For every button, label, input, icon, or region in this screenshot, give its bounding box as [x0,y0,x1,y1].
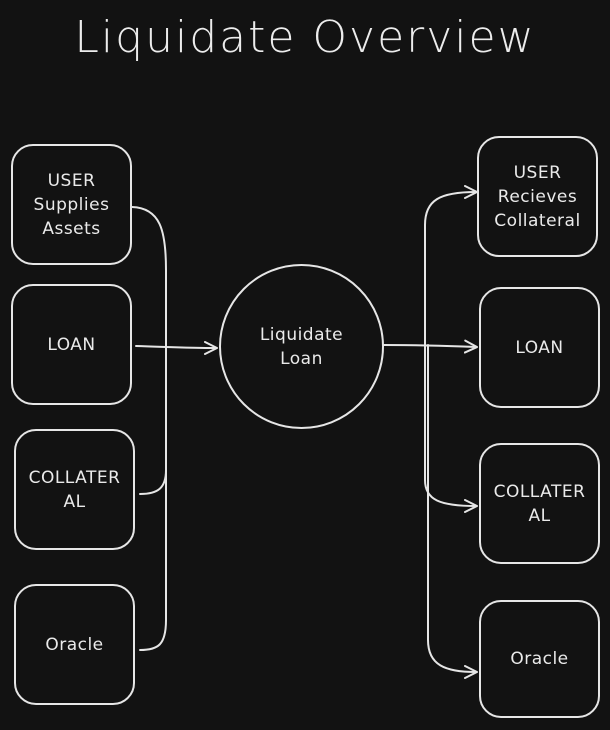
right-oracle-node: Oracle [479,600,600,718]
left-user-label: USER Supplies Assets [33,170,110,239]
right-oracle-label: Oracle [510,649,569,669]
collateral-to-bus-line [139,469,167,495]
left-user-node: USER Supplies Assets [11,144,132,265]
left-bus-line [131,206,167,651]
left-loan-node: LOAN [11,284,132,405]
right-user-node: USER Recieves Collateral [477,136,598,257]
diagram-title: Liquidate Overview [74,12,536,63]
liquidate-to-user-arrow [424,185,478,346]
liquidate-to-loan-arrow [383,339,478,354]
liquidate-to-oracle-arrow [427,344,478,679]
left-collateral-node: COLLATER AL [14,429,135,550]
left-oracle-node: Oracle [14,584,135,705]
liquidate-loan-node: Liquidate Loan [219,264,384,429]
liquidate-loan-label: Liquidate Loan [259,324,344,369]
right-loan-node: LOAN [479,287,600,408]
loan-to-liquidate-arrow [135,340,218,355]
left-oracle-label: Oracle [45,634,104,655]
liquidate-to-collateral-arrow [424,344,478,513]
right-collateral-label: COLLATER AL [493,481,586,526]
left-collateral-label: COLLATER AL [28,467,121,512]
right-collateral-node: COLLATER AL [479,443,600,564]
right-user-label: USER Recieves Collateral [494,162,581,231]
right-loan-label: LOAN [515,337,564,358]
left-loan-label: LOAN [47,334,96,355]
